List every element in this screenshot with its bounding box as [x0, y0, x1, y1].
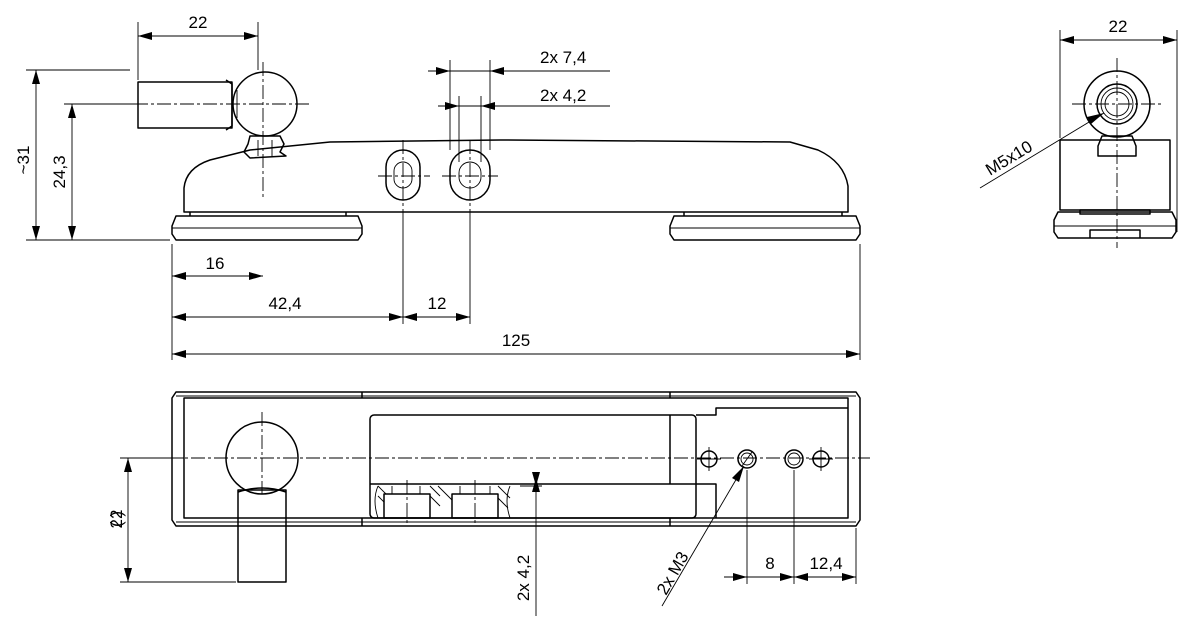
- dim-hole-bottom: 2x 4,2: [514, 555, 533, 601]
- dim-slot-spacing: 12: [428, 294, 447, 313]
- front-right-foot: [669, 215, 861, 241]
- side-foot: [1053, 211, 1177, 239]
- top-dimensions: ( ) 22 2x 4,2 2x M3 8 12,4: [107, 457, 857, 616]
- side-body: [1059, 139, 1171, 211]
- top-cable-plug: [237, 489, 287, 583]
- top-body-outline: [171, 391, 861, 527]
- dim-slot-position: 42,4: [268, 294, 301, 313]
- top-inner-pocket: [369, 414, 697, 519]
- front-left-foot: [171, 215, 363, 241]
- dim-ball-offset: 16: [206, 254, 225, 273]
- dim-total-height: ~31: [14, 146, 33, 175]
- front-cable-plug: [137, 81, 233, 129]
- side-thread-label: M5x10: [982, 137, 1036, 180]
- svg-text:( ): ( ): [107, 511, 126, 527]
- dim-ball-width: 22: [189, 13, 208, 32]
- dim-slot-inner: 2x 4,2: [540, 86, 586, 105]
- dim-center-height: 24,3: [50, 155, 69, 188]
- front-hex-nut: [243, 135, 287, 159]
- top-hole-m3: [737, 449, 757, 469]
- top-hole-3: [784, 449, 804, 469]
- dim-hole-spacing: 8: [765, 554, 774, 573]
- front-dimensions: 22 2x 7,4 2x 4,2 ~31 24,3 16: [14, 13, 861, 360]
- top-thread-label: 2x M3: [653, 548, 693, 598]
- side-dimensions: 22 M5x10: [979, 17, 1178, 232]
- dim-slot-outer: 2x 7,4: [540, 48, 586, 67]
- side-view: [1053, 58, 1177, 248]
- front-body-outline: [183, 139, 849, 213]
- top-view: [122, 391, 870, 583]
- front-view: [134, 62, 861, 241]
- dim-hole-end: 12,4: [809, 554, 842, 573]
- dim-side-width: 22: [1109, 17, 1128, 36]
- front-ball-joint: [232, 71, 298, 137]
- dim-cable-length: 22: [107, 510, 126, 529]
- dim-overall-length: 125: [502, 331, 530, 350]
